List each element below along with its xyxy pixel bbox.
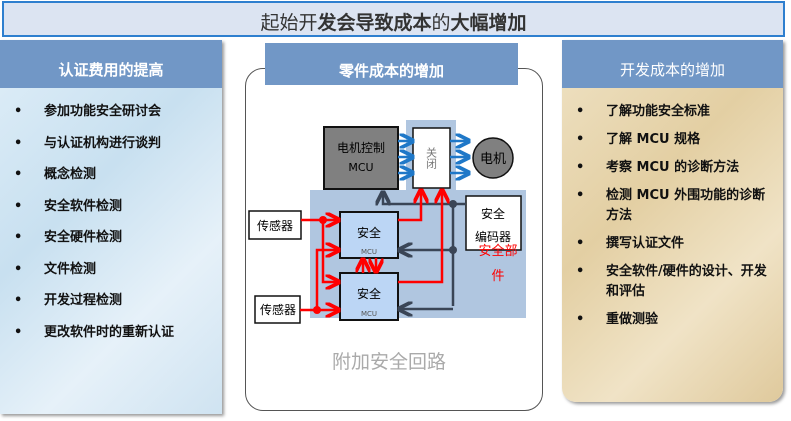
development-cost-panel: 开发成本的增加 了解功能安全标准 了解 MCU 规格 考察 MCU 的诊断方法 … xyxy=(562,40,783,402)
junction-dot xyxy=(449,246,457,254)
motor xyxy=(472,137,514,179)
junction-dot xyxy=(319,216,327,224)
safety-part-label: 安全部 xyxy=(478,243,517,259)
safety-mcu-2 xyxy=(339,272,399,321)
panel-header: 零件成本的增加 xyxy=(265,43,518,85)
mcu-label: MCU xyxy=(348,161,373,174)
safety-part-label: 件 xyxy=(491,269,504,284)
feedback-lines xyxy=(383,193,466,309)
list-item: 了解功能安全标准 xyxy=(576,102,783,122)
sensor-label: 传感器 xyxy=(260,302,296,317)
title-part: 起始开 xyxy=(260,12,318,34)
list-item: 重做测验 xyxy=(576,310,783,330)
panel-header: 认证费用的提高 xyxy=(0,40,222,88)
encoder-label: 安全 xyxy=(481,206,505,221)
safety-encoder xyxy=(465,195,522,251)
panel-header: 开发成本的增加 xyxy=(562,40,783,88)
sensor-1 xyxy=(248,210,302,240)
motor-label: 电机 xyxy=(480,152,506,167)
list-item: 参加功能安全研讨会 xyxy=(14,102,222,122)
encoder-label: 编码器 xyxy=(475,229,511,244)
list-item: 安全软件检测 xyxy=(14,197,222,217)
diagram-caption: 附加安全回路 xyxy=(332,351,446,373)
mcu-label: 电机控制 xyxy=(337,141,385,155)
sensor-signal-lines xyxy=(300,191,442,310)
page-title: 起始开发会导致成本的大幅增加 xyxy=(2,1,785,37)
safety-mcu-label: 安全 xyxy=(357,225,381,240)
sensor-label: 传感器 xyxy=(257,218,293,233)
motor-control-mcu xyxy=(323,126,399,190)
control-signal-arrows xyxy=(398,141,468,173)
safety-mcu-sublabel: MCU xyxy=(361,310,377,318)
list-item: 开发过程检测 xyxy=(14,291,222,311)
list-item: 了解 MCU 规格 xyxy=(576,130,783,150)
list-item: 撰写认证文件 xyxy=(576,234,783,254)
list-item: 检测 MCU 外围功能的诊断方法 xyxy=(576,186,783,226)
title-part: 发会导致成本 xyxy=(317,12,432,34)
junction-dot xyxy=(449,200,457,208)
list-item: 安全硬件检测 xyxy=(14,228,222,248)
title-part: 的 xyxy=(431,12,451,34)
junction-dot xyxy=(313,306,321,314)
list-item: 更改软件时的重新认证 xyxy=(14,323,222,343)
certification-cost-panel: 认证费用的提高 参加功能安全研讨会 与认证机构进行谈判 概念检测 安全软件检测 … xyxy=(0,40,222,414)
title-part: 大幅增加 xyxy=(450,12,527,34)
list-item: 安全软件/硬件的设计、开发和评估 xyxy=(576,262,783,302)
list-item: 文件检测 xyxy=(14,260,222,280)
list-item: 考察 MCU 的诊断方法 xyxy=(576,158,783,178)
list-item: 概念检测 xyxy=(14,165,222,185)
switch-label: 关闭 xyxy=(425,146,438,170)
safety-mcu-sublabel: MCU xyxy=(361,248,377,256)
list-item: 与认证机构进行谈判 xyxy=(14,134,222,154)
safety-mcu-label: 安全 xyxy=(357,286,381,301)
